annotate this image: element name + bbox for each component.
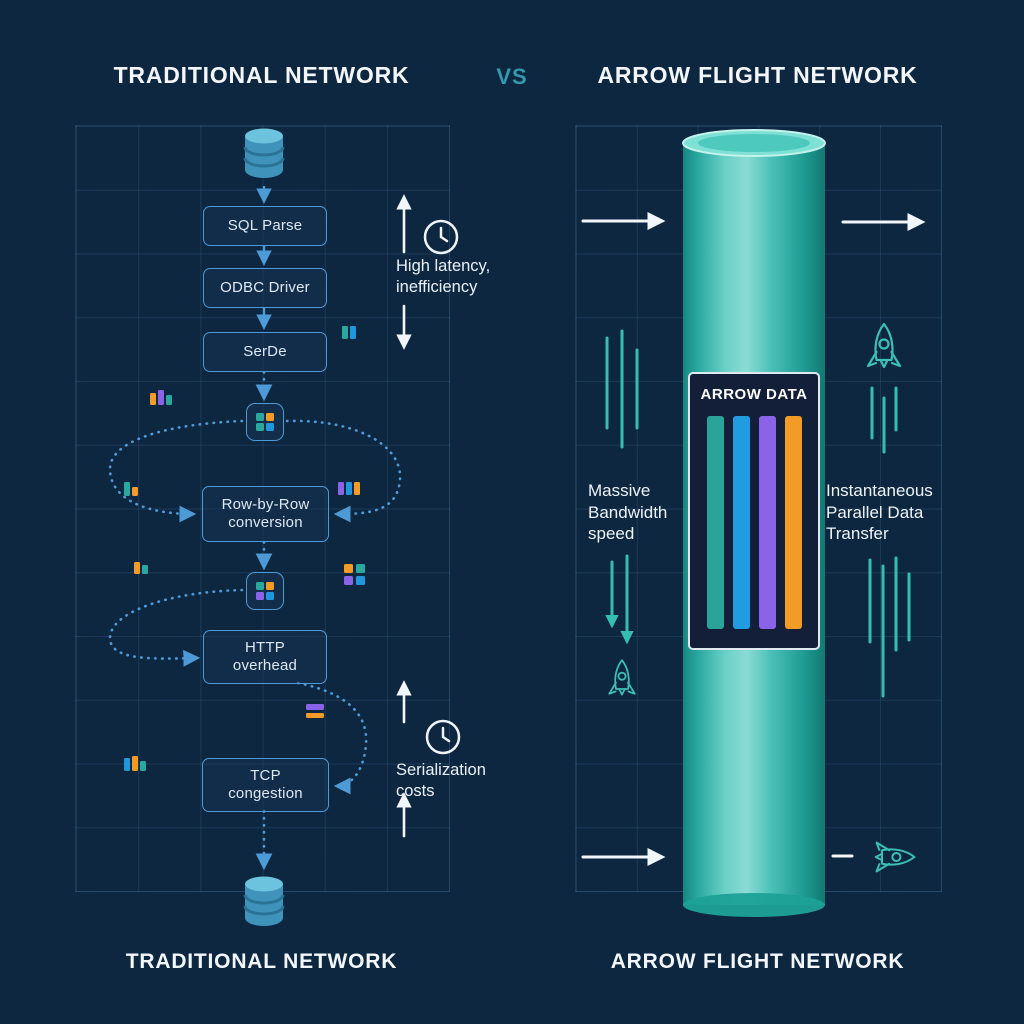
data-chip-icon xyxy=(344,564,365,585)
table-icon xyxy=(246,572,284,610)
caption-massive-bandwidth: Massive Bandwidth speed xyxy=(588,481,668,543)
caption-parallel-transfer: Instantaneous Parallel Data Transfer xyxy=(826,481,933,543)
data-chip-icon xyxy=(134,562,148,574)
data-chip-icon xyxy=(306,704,324,718)
node-serde: SerDe xyxy=(203,332,327,372)
arrow-data-label: ARROW DATA xyxy=(700,386,808,403)
footer-left-label: TRADITIONAL NETWORK xyxy=(125,950,398,973)
annotation-serialization-costs: Serialization costs xyxy=(396,761,486,800)
node-sql-parse: SQL Parse xyxy=(203,206,327,246)
data-chip-icon xyxy=(124,756,146,771)
node-tcp-congestion: TCP congestion xyxy=(202,758,329,812)
footer-right-label: ARROW FLIGHT NETWORK xyxy=(610,950,905,973)
node-http-overhead: HTTP overhead xyxy=(203,630,327,684)
table-icon xyxy=(246,403,284,441)
data-chip-icon xyxy=(124,482,138,496)
data-chip-icon xyxy=(338,482,360,495)
header-left-title: TRADITIONAL NETWORK xyxy=(113,62,410,88)
arrow-data-columns-icon xyxy=(690,416,818,629)
arrow-data-box: ARROW DATA xyxy=(688,372,820,650)
annotation-high-latency: High latency, inefficiency xyxy=(396,257,491,296)
node-odbc-driver: ODBC Driver xyxy=(203,268,327,308)
header-right-title: ARROW FLIGHT NETWORK xyxy=(597,62,918,88)
data-chip-icon xyxy=(150,390,172,405)
header-vs-label: VS xyxy=(496,64,528,89)
data-chip-icon xyxy=(342,326,356,339)
node-row-by-row-conversion: Row-by-Row conversion xyxy=(202,486,329,542)
